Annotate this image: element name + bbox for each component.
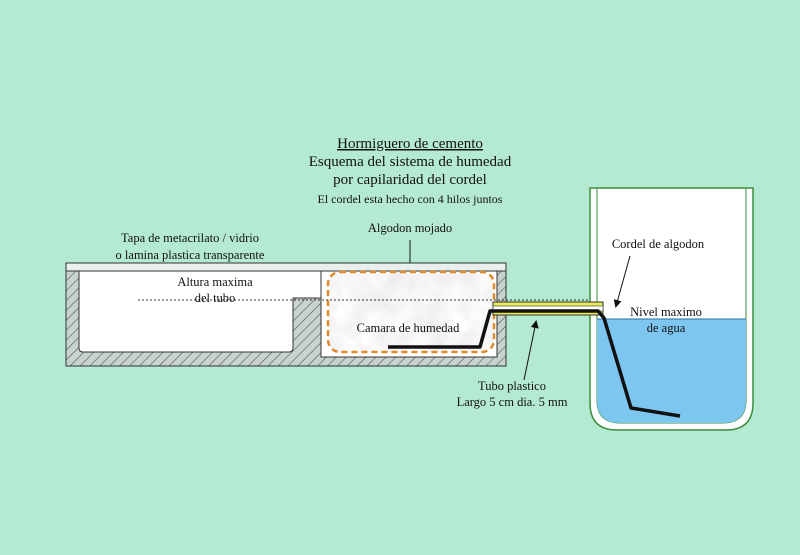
tube-label-line2: Largo 5 cm dia. 5 mm — [457, 395, 568, 409]
title-line2: Esquema del sistema de humedad — [309, 154, 512, 170]
title-main: Hormiguero de cemento — [337, 136, 483, 152]
tube-pointer — [523, 320, 539, 381]
lid-label-line1: Tapa de metacrilato / vidrio — [121, 231, 259, 245]
plastic-tube — [492, 301, 604, 316]
lid-sheet — [65, 262, 507, 272]
cord-label: Cordel de algodon — [612, 237, 705, 251]
water-level-label-line2: de agua — [647, 321, 686, 335]
cotton-border — [326, 270, 496, 354]
cotton-texture-icon — [328, 272, 494, 352]
max-height-label-line1: Altura maxima — [177, 275, 253, 289]
max-height-label-line2: del tubo — [195, 291, 236, 305]
lid-label-line2: o lamina plastica transparente — [116, 248, 265, 262]
cotton-cord — [388, 309, 681, 418]
chamber-label: Camara de humedad — [357, 321, 460, 335]
left-chamber — [78, 270, 322, 353]
cord-pointer — [613, 255, 631, 308]
water-jar — [589, 187, 754, 431]
water — [597, 319, 746, 423]
title-line3: por capilaridad del cordel — [333, 172, 487, 188]
cotton-label: Algodon mojado — [368, 221, 452, 235]
water-level-label-line1: Nivel maximo — [630, 305, 702, 319]
tube-label-line1: Tubo plastico — [478, 379, 546, 393]
title-line4: El cordel esta hecho con 4 hilos juntos — [318, 192, 503, 206]
anthill-block — [65, 262, 507, 367]
